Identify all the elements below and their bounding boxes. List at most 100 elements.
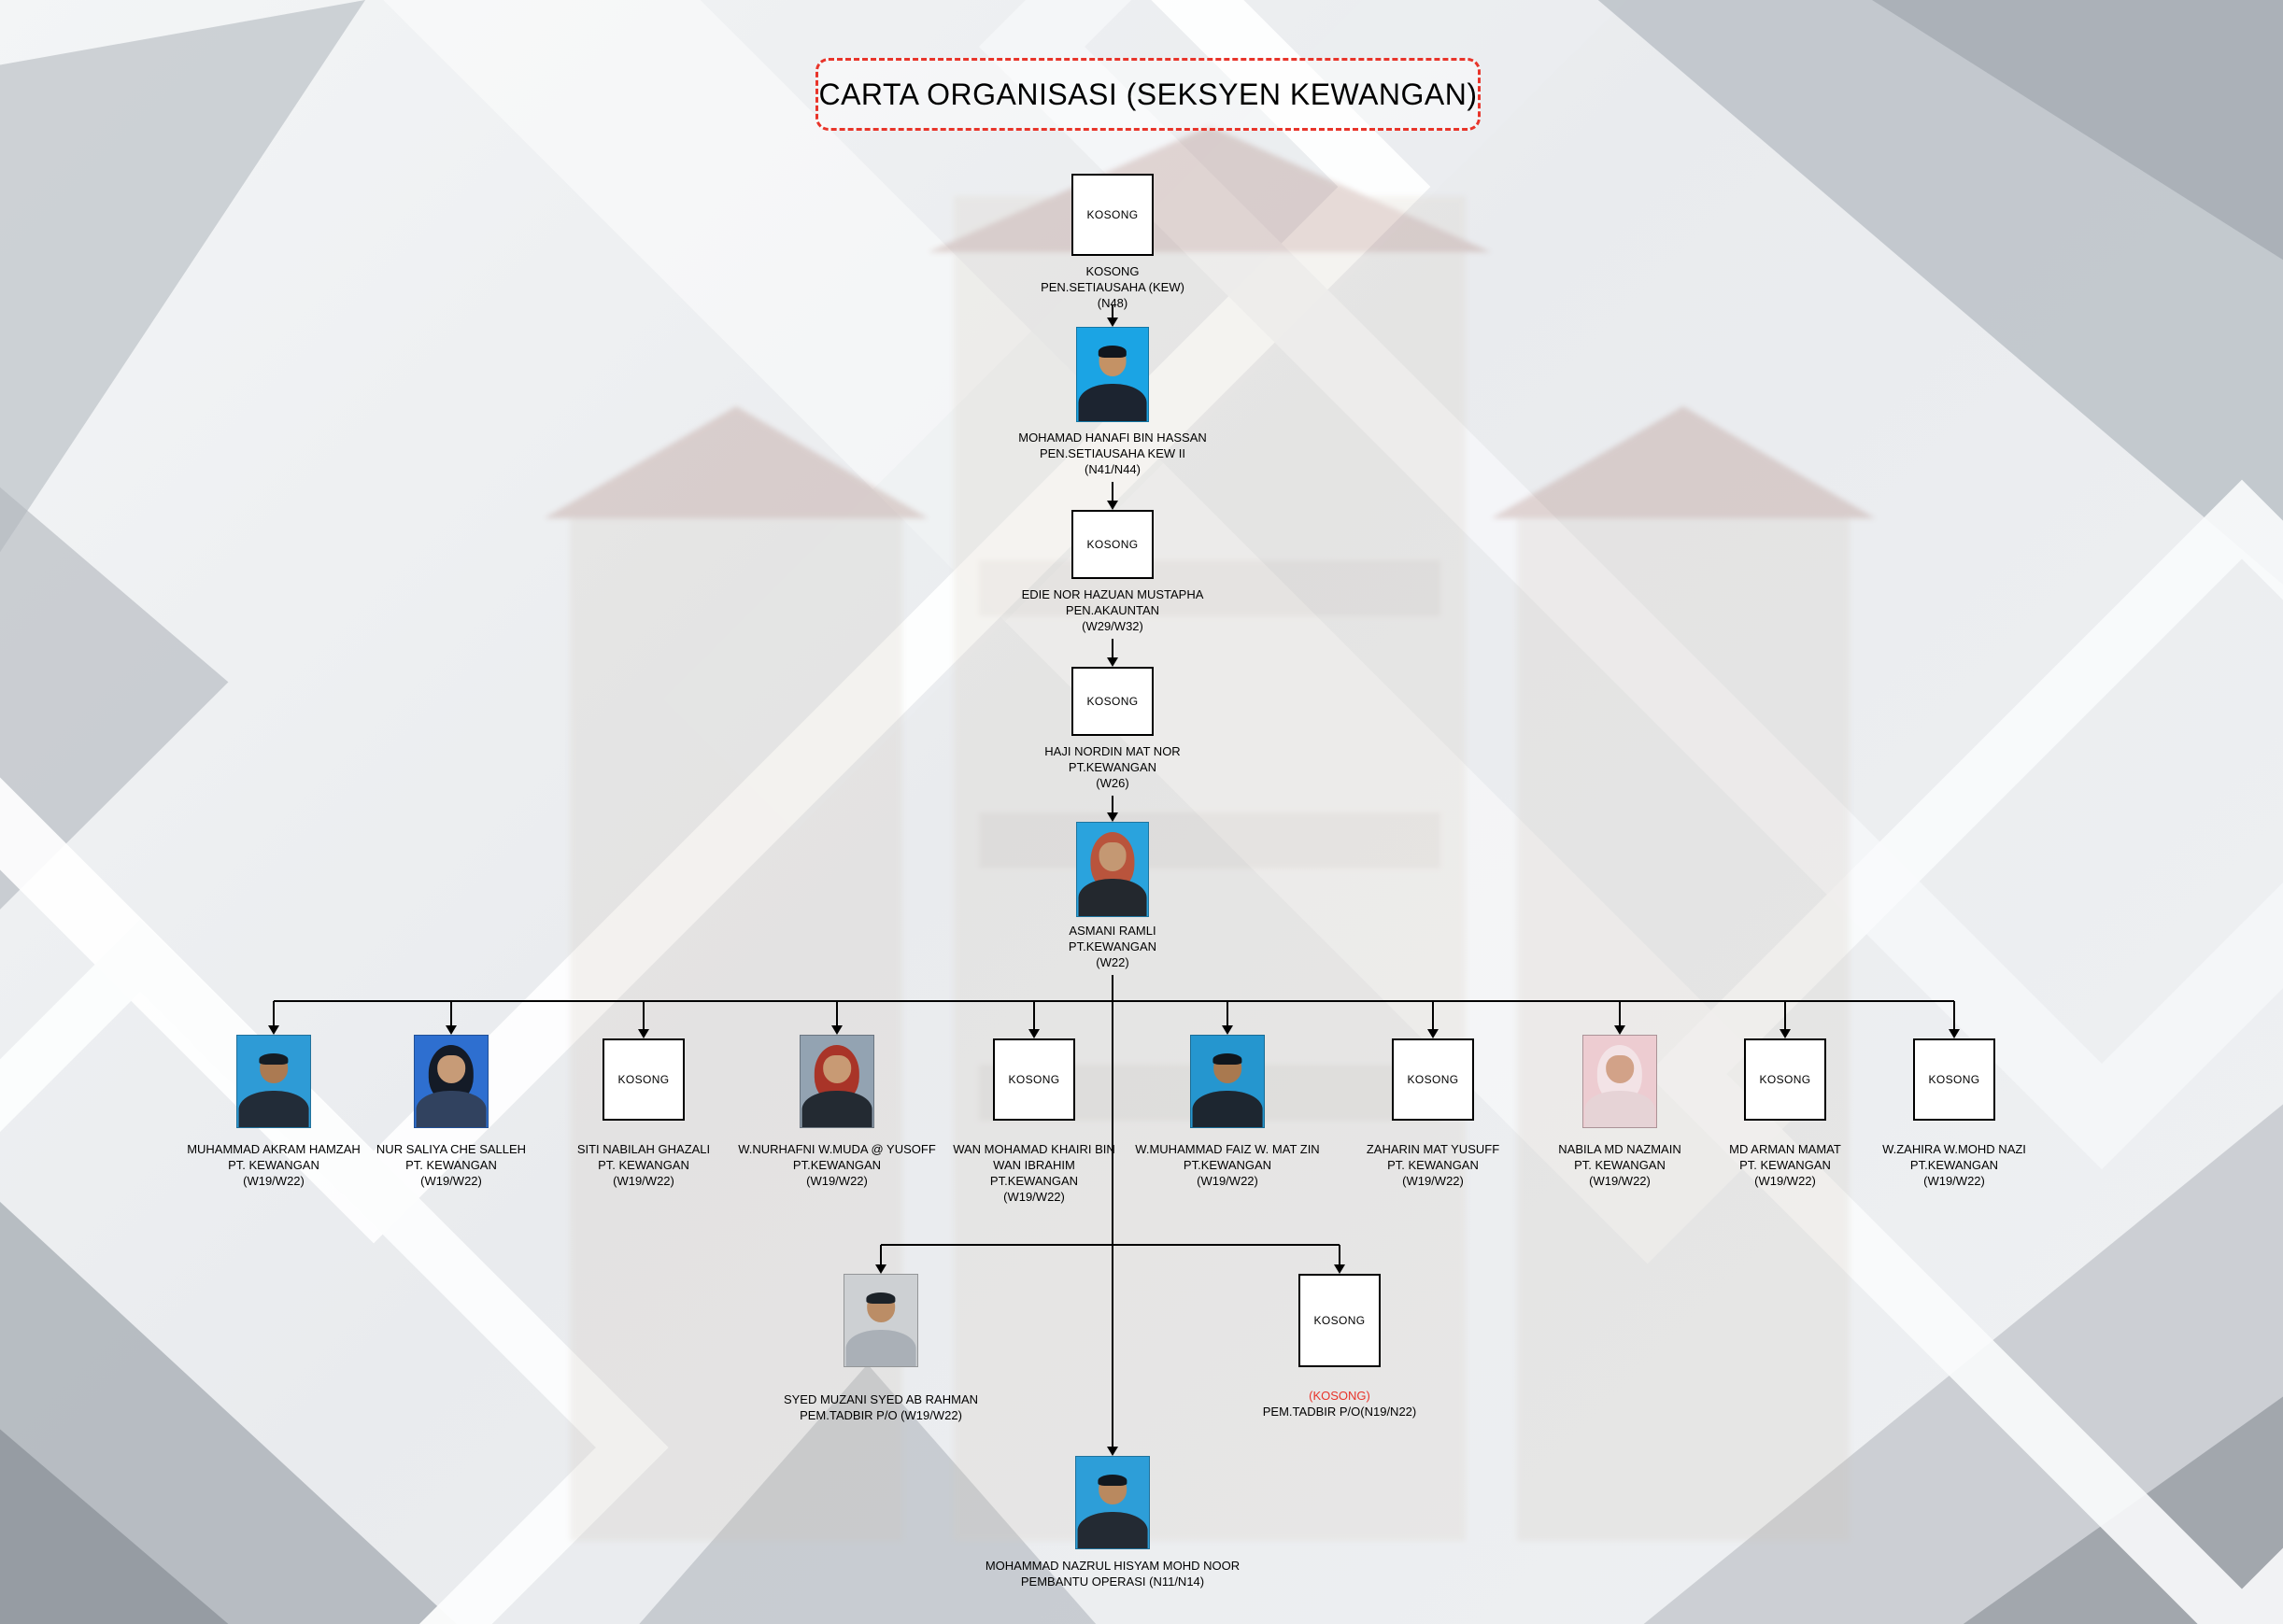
- label-edie: EDIE NOR HAZUAN MUSTAPHA PEN.AKAUNTAN (W…: [972, 586, 1253, 634]
- portrait-photo-hanafi: [1076, 327, 1149, 422]
- label-line: (W29/W32): [1082, 619, 1143, 633]
- label-line: (W19/W22): [1003, 1190, 1065, 1204]
- label-line: W.ZAHIRA W.MOHD NAZI: [1882, 1142, 2026, 1156]
- head-shape: [1099, 842, 1127, 871]
- torso-shape: [1077, 1511, 1148, 1548]
- kosong-box-zahira: KOSONG: [1913, 1038, 1995, 1121]
- label-line: PT. KEWANGAN: [228, 1158, 319, 1172]
- label-line: (W19/W22): [1754, 1174, 1816, 1188]
- hair-shape: [1212, 1052, 1242, 1066]
- chart-title-box: CARTA ORGANISASI (SEKSYEN KEWANGAN): [815, 58, 1481, 131]
- label-line-vacant-red: (KOSONG): [1309, 1389, 1370, 1403]
- torso-shape: [416, 1090, 487, 1127]
- portrait-photo-asmani: [1076, 822, 1149, 917]
- label-zahira: W.ZAHIRA W.MOHD NAZI PT.KEWANGAN (W19/W2…: [1855, 1141, 2053, 1189]
- kosong-box-psu-kew: KOSONG: [1071, 174, 1154, 256]
- label-nabila: NABILA MD NAZMAIN PT. KEWANGAN (W19/W22): [1521, 1141, 1719, 1189]
- label-line: PEN.SETIAUSAHA KEW II: [1039, 446, 1186, 460]
- building-window-band-2: [979, 812, 1440, 868]
- label-arman: MD ARMAN MAMAT PT. KEWANGAN (W19/W22): [1686, 1141, 1884, 1189]
- label-line: (W19/W22): [806, 1174, 868, 1188]
- label-line: PT. KEWANGAN: [1387, 1158, 1479, 1172]
- label-faiz: W.MUHAMMAD FAIZ W. MAT ZIN PT.KEWANGAN (…: [1128, 1141, 1326, 1189]
- head-shape: [823, 1054, 851, 1083]
- hair-shape: [866, 1292, 896, 1305]
- portrait-photo-saliya: [414, 1035, 489, 1128]
- kosong-box-khairi: KOSONG: [993, 1038, 1075, 1121]
- label-line: (W19/W22): [613, 1174, 674, 1188]
- label-pem-tadbir-vacant: (KOSONG) PEM.TADBIR P/O(N19/N22): [1199, 1388, 1480, 1419]
- torso-shape: [801, 1090, 872, 1127]
- kosong-box-edie: KOSONG: [1071, 510, 1154, 579]
- label-line: (W19/W22): [1402, 1174, 1464, 1188]
- label-line: NABILA MD NAZMAIN: [1558, 1142, 1681, 1156]
- label-line: WAN IBRAHIM: [993, 1158, 1075, 1172]
- label-line: ASMANI RAMLI: [1069, 924, 1156, 938]
- building-window-band-1: [979, 560, 1440, 616]
- hair-shape: [259, 1052, 289, 1066]
- label-nurhafni: W.NURHAFNI W.MUDA @ YUSOFF PT.KEWANGAN (…: [738, 1141, 936, 1189]
- hair-shape: [1099, 840, 1127, 853]
- label-line: PT. KEWANGAN: [598, 1158, 689, 1172]
- label-line: PT.KEWANGAN: [1909, 1158, 1999, 1172]
- torso-shape: [1078, 879, 1147, 916]
- label-line: SYED MUZANI SYED AB RAHMAN: [783, 1392, 979, 1406]
- label-line: PEN.SETIAUSAHA (KEW): [1041, 280, 1184, 294]
- label-line: PT.KEWANGAN: [989, 1174, 1079, 1188]
- label-zaharin: ZAHARIN MAT YUSUFF PT. KEWANGAN (W19/W22…: [1334, 1141, 1532, 1189]
- label-line: EDIE NOR HAZUAN MUSTAPHA: [1021, 587, 1204, 601]
- label-line: (W22): [1096, 955, 1129, 969]
- building-left-tower: [570, 504, 903, 1541]
- hair-shape: [822, 1053, 851, 1066]
- label-line: MOHAMMAD NAZRUL HISYAM MOHD NOOR: [985, 1559, 1241, 1573]
- head-shape: [1606, 1054, 1634, 1083]
- label-line: WAN MOHAMAD KHAIRI BIN: [953, 1142, 1115, 1156]
- torso-shape: [1078, 384, 1147, 421]
- label-line: MUHAMMAD AKRAM HAMZAH: [187, 1142, 361, 1156]
- torso-shape: [845, 1329, 916, 1366]
- label-line: ZAHARIN MAT YUSUFF: [1366, 1142, 1500, 1156]
- label-line: PT.KEWANGAN: [792, 1158, 882, 1172]
- hair-shape: [436, 1053, 465, 1066]
- building-right-tower: [1516, 504, 1850, 1541]
- label-akram: MUHAMMAD AKRAM HAMZAH PT. KEWANGAN (W19/…: [175, 1141, 373, 1189]
- label-line: KOSONG: [1085, 264, 1140, 278]
- label-line: MOHAMAD HANAFI BIN HASSAN: [1018, 431, 1207, 445]
- label-nazrul: MOHAMMAD NAZRUL HISYAM MOHD NOOR PEMBANT…: [963, 1558, 1262, 1589]
- label-line: (W19/W22): [1197, 1174, 1258, 1188]
- label-line: (N41/N44): [1085, 462, 1141, 476]
- label-saliya: NUR SALIYA CHE SALLEH PT. KEWANGAN (W19/…: [352, 1141, 550, 1189]
- torso-shape: [1584, 1090, 1655, 1127]
- label-line: NUR SALIYA CHE SALLEH: [376, 1142, 527, 1156]
- label-muzani: SYED MUZANI SYED AB RAHMAN PEM.TADBIR P/…: [741, 1391, 1021, 1423]
- label-line: PT.KEWANGAN: [1183, 1158, 1272, 1172]
- connector-group: [268, 304, 1960, 1456]
- head-shape: [437, 1054, 465, 1083]
- label-line: HAJI NORDIN MAT NOR: [1044, 744, 1181, 758]
- label-nordin: HAJI NORDIN MAT NOR PT.KEWANGAN (W26): [972, 743, 1253, 791]
- label-psu-kew: KOSONG PEN.SETIAUSAHA (KEW) (N48): [972, 263, 1253, 311]
- label-line: PEM.TADBIR P/O(N19/N22): [1262, 1405, 1417, 1419]
- label-line: PT.KEWANGAN: [1068, 760, 1157, 774]
- torso-shape: [238, 1090, 309, 1127]
- label-line: PT. KEWANGAN: [1739, 1158, 1831, 1172]
- hair-shape: [1098, 1474, 1127, 1487]
- label-line: PEN.AKAUNTAN: [1065, 603, 1160, 617]
- portrait-photo-nurhafni: [800, 1035, 874, 1128]
- label-line: PEM.TADBIR P/O (W19/W22): [800, 1408, 962, 1422]
- label-asmani: ASMANI RAMLI PT.KEWANGAN (W22): [972, 923, 1253, 970]
- label-khairi: WAN MOHAMAD KHAIRI BIN WAN IBRAHIM PT.KE…: [935, 1141, 1133, 1205]
- label-line: PT. KEWANGAN: [405, 1158, 497, 1172]
- label-line: SITI NABILAH GHAZALI: [576, 1142, 711, 1156]
- portrait-photo-muzani: [844, 1274, 918, 1367]
- label-line: (W19/W22): [1923, 1174, 1985, 1188]
- label-hanafi: MOHAMAD HANAFI BIN HASSAN PEN.SETIAUSAHA…: [972, 430, 1253, 477]
- label-line: (W19/W22): [1589, 1174, 1651, 1188]
- hair-shape: [1098, 346, 1127, 358]
- label-nabilah: SITI NABILAH GHAZALI PT. KEWANGAN (W19/W…: [545, 1141, 743, 1189]
- hair-shape: [1605, 1053, 1634, 1066]
- label-line: (W19/W22): [420, 1174, 482, 1188]
- kosong-box-pem-tadbir-vacant: KOSONG: [1298, 1274, 1381, 1367]
